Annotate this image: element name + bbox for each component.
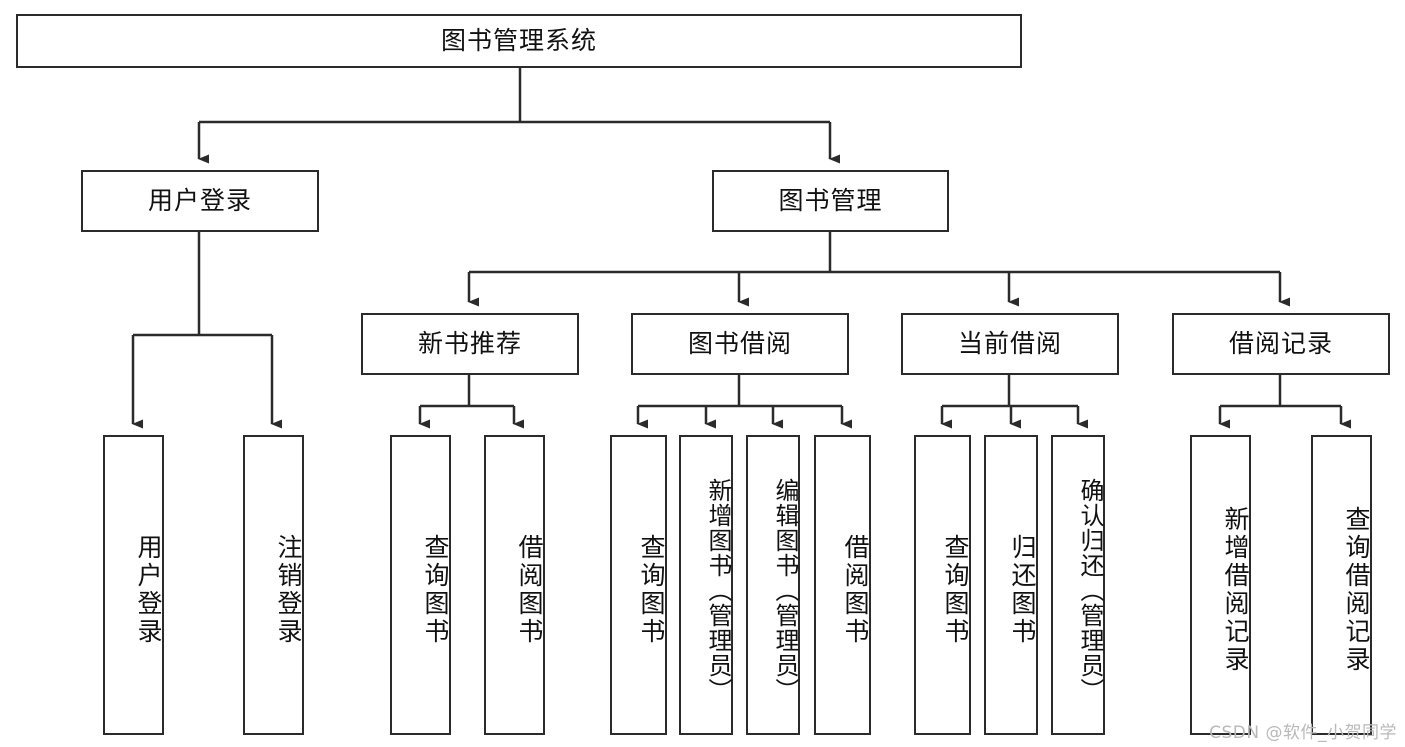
node-current-borrow[interactable]: 当前借阅 — [901, 313, 1119, 375]
leaf-new-books-query[interactable]: 查询图书 — [390, 435, 451, 735]
node-book-management[interactable]: 图书管理 — [712, 170, 949, 232]
node-borrow-records[interactable]: 借阅记录 — [1172, 313, 1390, 375]
leaf-current-query-book[interactable]: 查询图书 — [914, 435, 971, 735]
node-root[interactable]: 图书管理系统 — [16, 14, 1022, 68]
node-new-book-recommend[interactable]: 新书推荐 — [361, 313, 579, 375]
leaf-new-books-borrow[interactable]: 借阅图书 — [484, 435, 545, 735]
leaf-user-login-signin[interactable]: 用户登录 — [103, 435, 164, 735]
leaf-records-query-record[interactable]: 查询借阅记录 — [1311, 435, 1372, 735]
leaf-borrow-query-book[interactable]: 查询图书 — [610, 435, 667, 735]
leaf-borrow-add-book-admin[interactable]: 新增图书（管理员） — [679, 435, 733, 735]
leaf-current-confirm-return-admin[interactable]: 确认归还（管理员） — [1051, 435, 1105, 735]
leaf-user-login-signout[interactable]: 注销登录 — [243, 435, 304, 735]
node-book-borrow[interactable]: 图书借阅 — [631, 313, 849, 375]
leaf-records-add-record[interactable]: 新增借阅记录 — [1190, 435, 1251, 735]
leaf-borrow-edit-book-admin[interactable]: 编辑图书（管理员） — [746, 435, 800, 735]
leaf-current-return-book[interactable]: 归还图书 — [984, 435, 1038, 735]
csdn-watermark: CSDN @软件_小贺同学 — [1209, 723, 1397, 743]
node-user-login[interactable]: 用户登录 — [81, 170, 319, 232]
leaf-borrow-borrow-book[interactable]: 借阅图书 — [814, 435, 871, 735]
